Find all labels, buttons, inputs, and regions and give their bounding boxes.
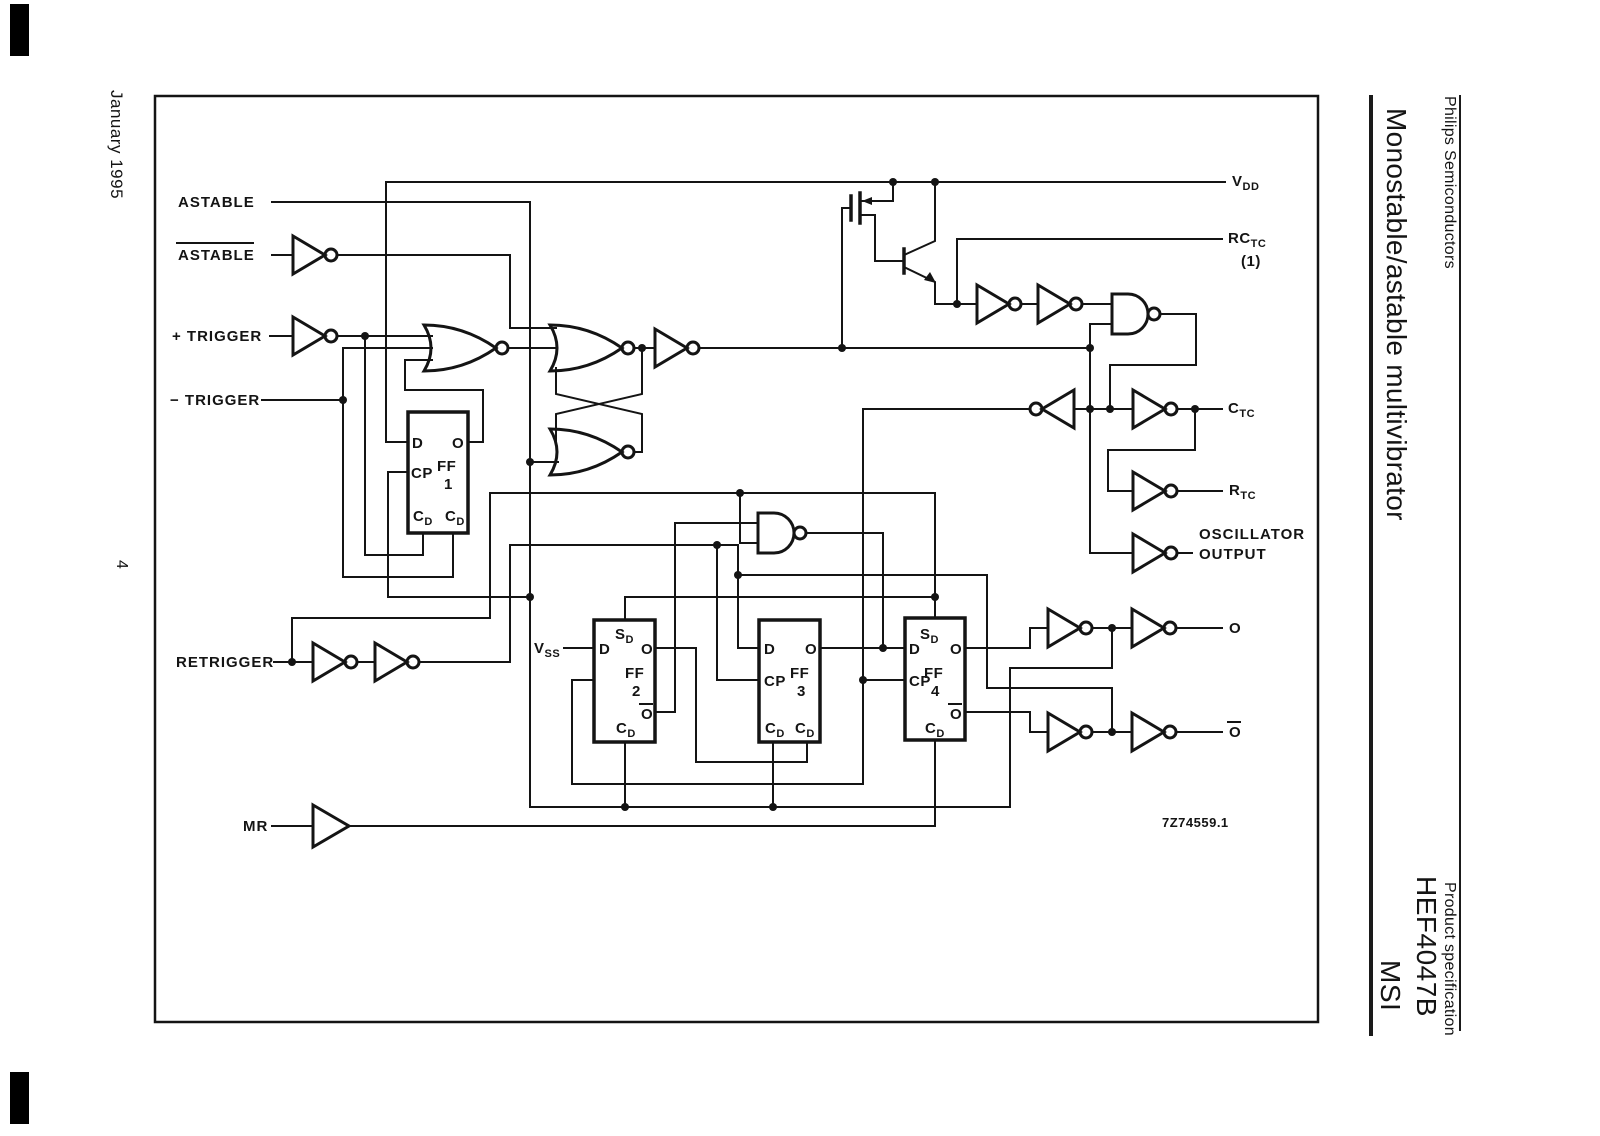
svg-text:SD: SD xyxy=(920,626,939,646)
divider-thick xyxy=(1369,95,1373,1036)
vss-label: VSS xyxy=(534,640,560,660)
inverter-qbar-2-icon xyxy=(1130,710,1178,754)
inverter-q-2-icon xyxy=(1130,606,1178,650)
svg-text:FF: FF xyxy=(924,665,943,682)
flip-flop-2-box xyxy=(592,618,657,744)
figure-code: 7Z74559.1 xyxy=(1162,815,1229,830)
svg-text:CD: CD xyxy=(765,720,785,740)
mr-label: MR xyxy=(243,818,268,835)
inverter-ctc-icon xyxy=(1131,387,1179,431)
svg-text:CP: CP xyxy=(764,673,786,690)
flip-flop-1-labels: D O CP FF 1 CD CD xyxy=(411,435,465,528)
svg-text:O: O xyxy=(805,641,817,658)
date-label: January 1995 xyxy=(107,90,126,200)
retrigger-label: RETRIGGER xyxy=(176,654,274,671)
flip-flop-3-box xyxy=(757,618,822,744)
svg-text:O: O xyxy=(641,706,653,723)
nor-gate-2-icon xyxy=(547,323,636,373)
rctc-note-label: (1) xyxy=(1241,253,1261,270)
flip-flop-2-labels: SD D O FF 2 O CD xyxy=(599,626,653,740)
svg-text:FF: FF xyxy=(790,665,809,682)
svg-text:D: D xyxy=(412,435,423,452)
labels: ASTABLE ASTABLE + TRIGGER − TRIGGER RETR… xyxy=(170,173,1305,835)
inverter-rtc-icon xyxy=(1131,469,1179,513)
inverter-osc-buffer-1-icon xyxy=(975,282,1023,326)
npn-transistor-icon xyxy=(902,181,978,305)
svg-text:CD: CD xyxy=(925,720,945,740)
inverter-q-1-icon xyxy=(1046,606,1094,650)
rtc-label: RTC xyxy=(1229,482,1256,502)
svg-text:CD: CD xyxy=(413,508,433,528)
ctc-label: CTC xyxy=(1228,400,1255,420)
product-title: Monostable/astable multivibrator xyxy=(1381,108,1412,521)
nor-gate-1-icon xyxy=(421,323,510,373)
inverter-osc-output-icon xyxy=(1131,531,1179,575)
svg-text:2: 2 xyxy=(632,683,641,700)
output-q-label: O xyxy=(1229,620,1241,637)
divider-thin xyxy=(1459,95,1461,1031)
flip-flop-1-box xyxy=(406,410,470,535)
oscillator-label-2: OUTPUT xyxy=(1199,546,1267,563)
svg-text:CD: CD xyxy=(795,720,815,740)
family-label: MSI xyxy=(1375,960,1406,1012)
inverter-feedback-left-icon xyxy=(1028,387,1076,431)
inverter-astable-bar-icon xyxy=(291,233,339,277)
nand-gate-oscillator-icon xyxy=(1110,292,1162,336)
svg-text:FF: FF xyxy=(625,665,644,682)
svg-text:SD: SD xyxy=(615,626,634,646)
junction-dots xyxy=(288,178,1199,811)
svg-text:O: O xyxy=(950,641,962,658)
svg-text:O: O xyxy=(641,641,653,658)
inverter-plus-trigger-icon xyxy=(291,314,339,358)
output-qbar-label: O xyxy=(1229,724,1241,741)
rctc-label: RCTC xyxy=(1228,230,1266,250)
svg-text:CD: CD xyxy=(616,720,636,740)
svg-text:FF: FF xyxy=(437,458,456,475)
inverter-retrigger-2-icon xyxy=(373,640,421,684)
buffer-mr-icon xyxy=(311,802,352,850)
svg-text:O: O xyxy=(452,435,464,452)
svg-text:CP: CP xyxy=(909,673,931,690)
minus-trigger-label: − TRIGGER xyxy=(170,392,260,409)
svg-text:3: 3 xyxy=(797,683,806,700)
astable-label: ASTABLE xyxy=(178,194,255,211)
gates xyxy=(291,233,1179,850)
svg-text:D: D xyxy=(909,641,920,658)
flip-flop-3-labels: D O CP FF 3 CD CD xyxy=(764,641,817,740)
flip-flop-boxes xyxy=(406,410,967,744)
publisher-label: Philips Semiconductors xyxy=(1441,96,1458,269)
svg-text:1: 1 xyxy=(444,476,453,493)
nand-gate-middle-icon xyxy=(756,511,808,555)
registration-mark-bottom xyxy=(10,1072,29,1124)
nor-gate-3-icon xyxy=(547,427,636,477)
vdd-label: VDD xyxy=(1232,173,1259,193)
mosfet-icon xyxy=(849,181,905,262)
part-number: HEF4047B xyxy=(1411,876,1442,1017)
astable-bar-label: ASTABLE xyxy=(178,247,255,264)
svg-text:CP: CP xyxy=(411,465,433,482)
doc-type-label: Product specification xyxy=(1441,882,1458,1036)
inverter-osc-buffer-2-icon xyxy=(1036,282,1084,326)
plus-trigger-label: + TRIGGER xyxy=(172,328,262,345)
page-number: 4 xyxy=(113,560,130,569)
inverter-latch-output-icon xyxy=(653,326,701,370)
svg-text:D: D xyxy=(764,641,775,658)
wires xyxy=(261,181,1226,827)
flip-flop-4-box xyxy=(903,616,967,742)
svg-text:CD: CD xyxy=(445,508,465,528)
svg-text:4: 4 xyxy=(931,683,940,700)
oscillator-label-1: OSCILLATOR xyxy=(1199,526,1305,543)
inverter-retrigger-1-icon xyxy=(311,640,359,684)
diagram-frame xyxy=(153,94,1320,1024)
svg-text:D: D xyxy=(599,641,610,658)
registration-mark-top xyxy=(10,4,29,56)
flip-flop-4-labels: SD D O CP FF 4 O CD xyxy=(909,626,962,740)
svg-text:O: O xyxy=(950,706,962,723)
inverter-qbar-1-icon xyxy=(1046,710,1094,754)
